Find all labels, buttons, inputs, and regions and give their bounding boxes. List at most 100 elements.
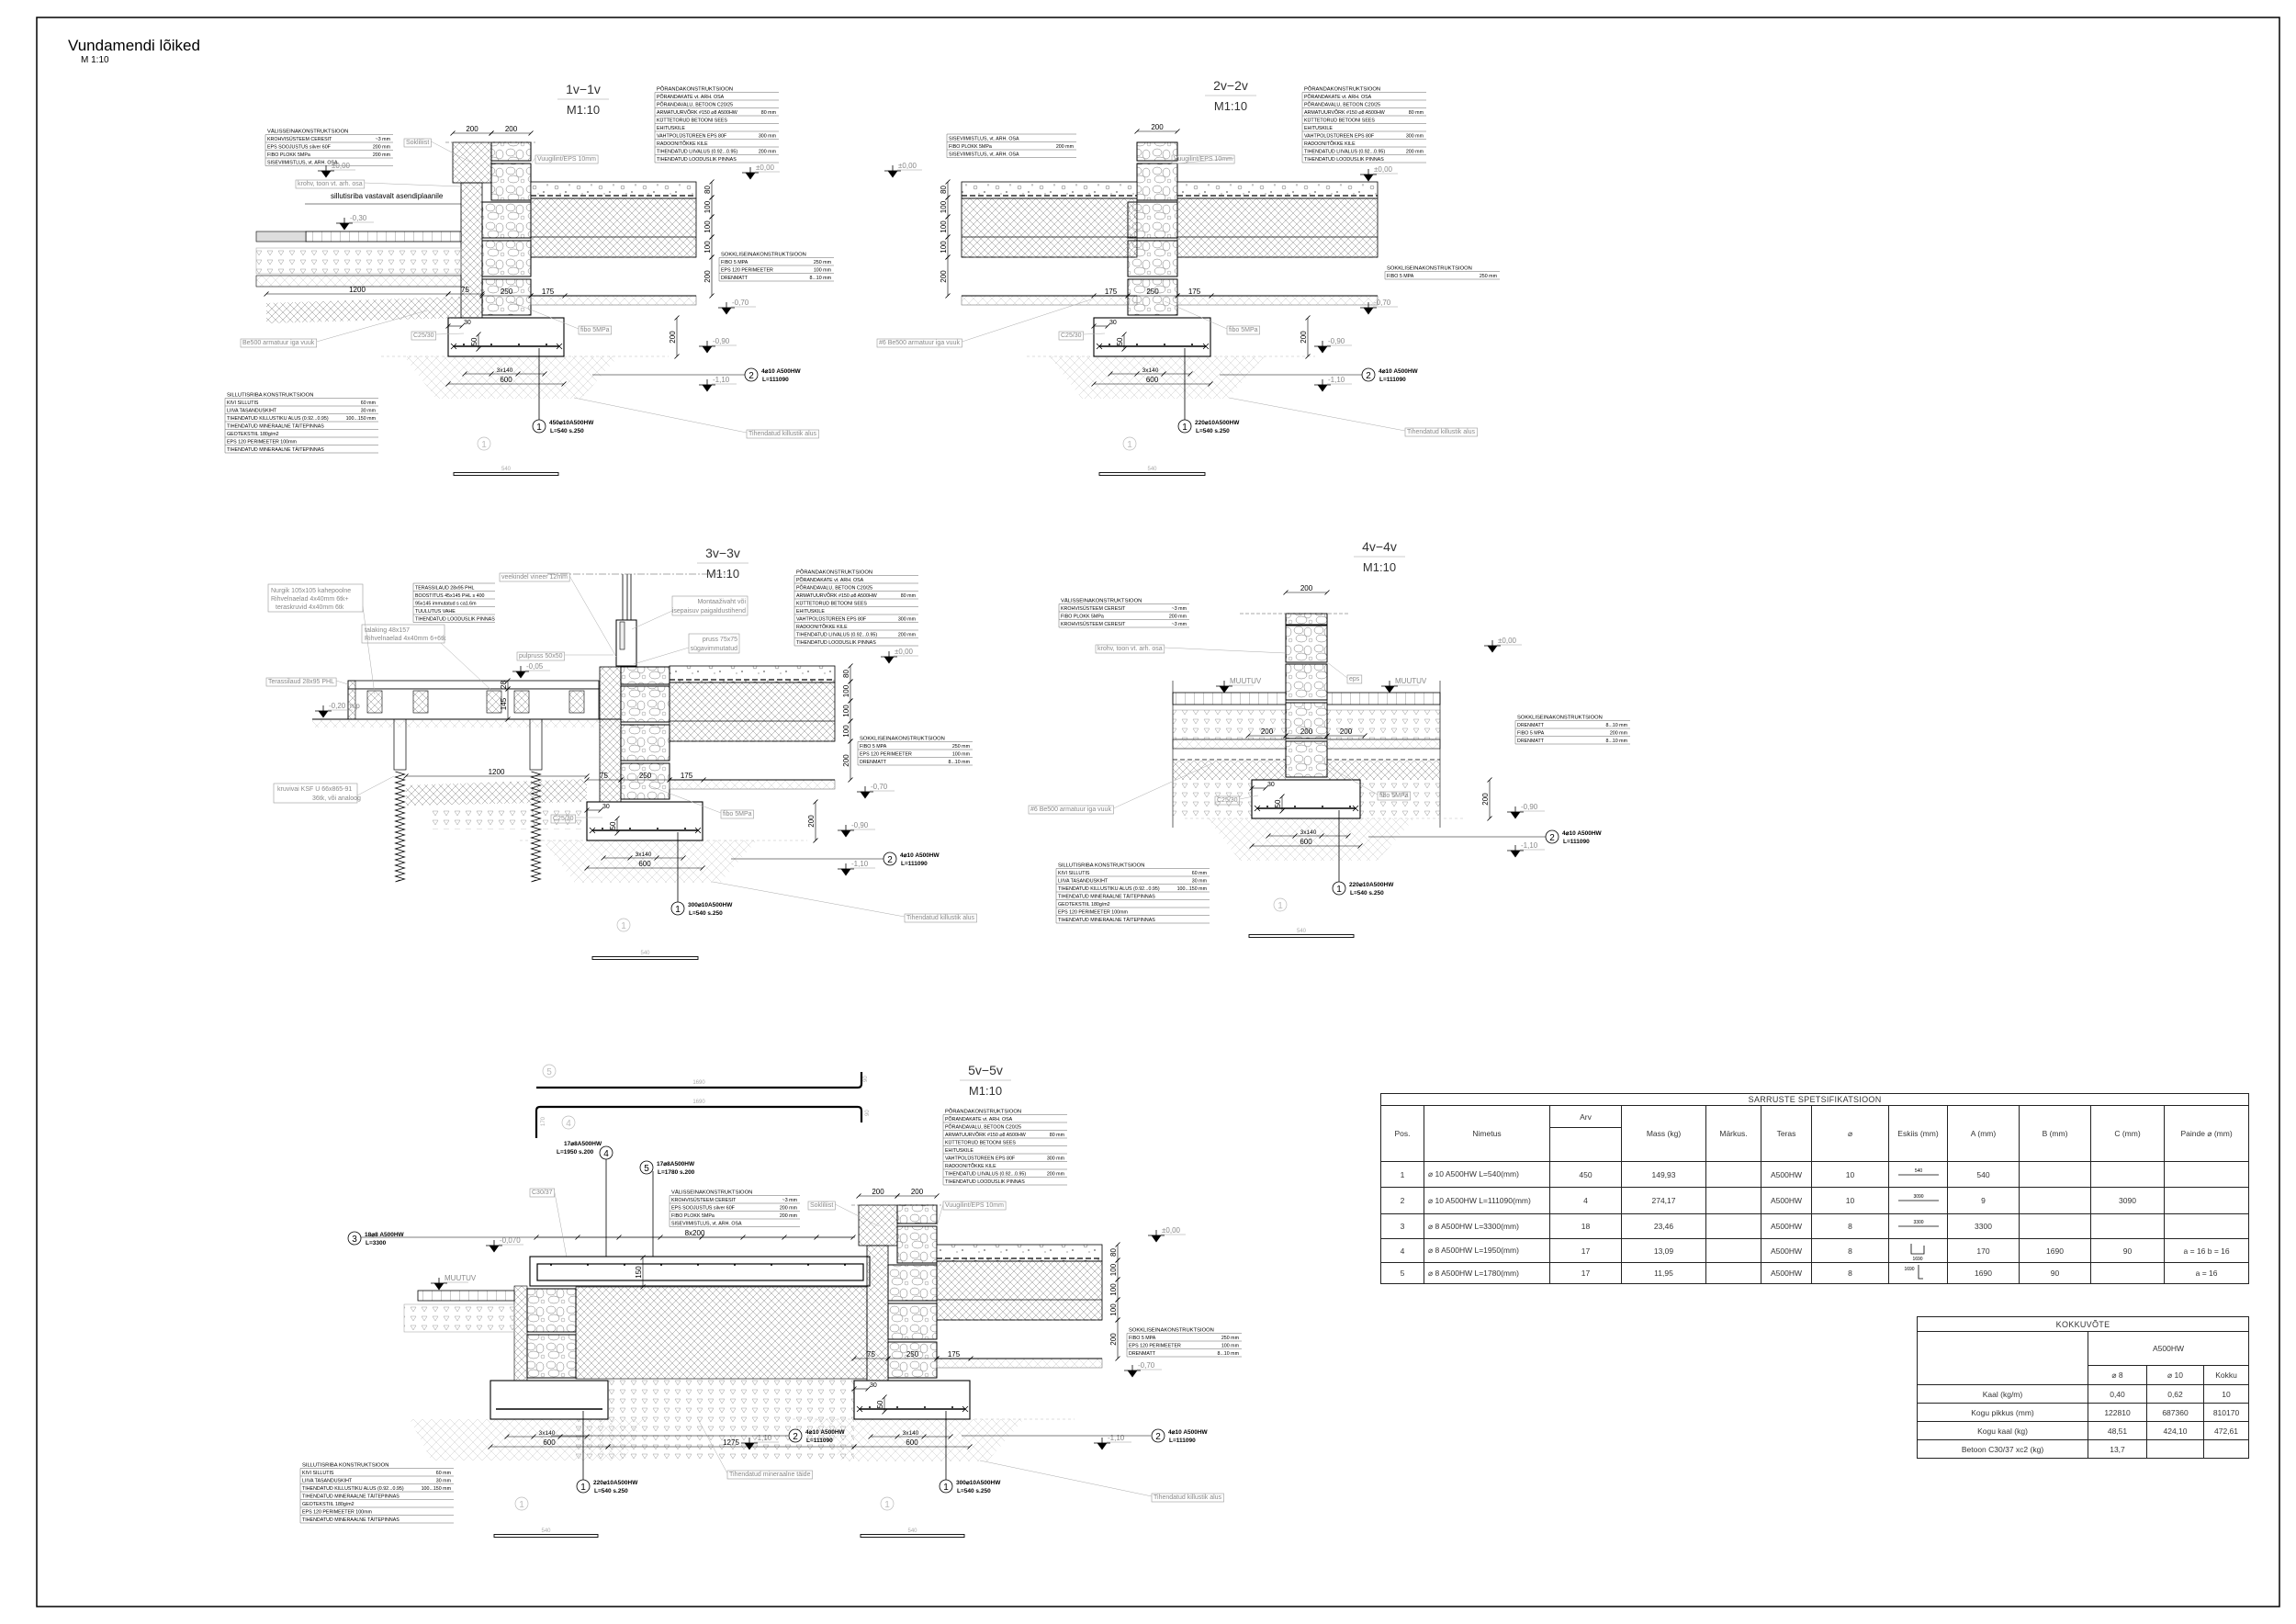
rebar-dot <box>684 828 686 829</box>
dimension-label: 200 <box>1300 584 1313 592</box>
dimension-tick <box>1125 293 1131 299</box>
rebar-length: L=1780 s.200 <box>658 1169 695 1176</box>
dimension-tick <box>895 1434 900 1439</box>
layer-name: LIIVA TASANDUSKIHT <box>1058 879 1109 885</box>
dimension-tick <box>505 716 511 722</box>
layer-thickness: 8...10 mm <box>1217 1351 1239 1357</box>
cell-notes <box>1705 1187 1761 1214</box>
deck-boards <box>347 680 600 690</box>
note-box <box>1151 1493 1224 1503</box>
screw-pile <box>394 771 406 883</box>
dimension-tick <box>561 381 567 387</box>
layer-name: BOOSTITUS 45x145 PHL s 400 <box>415 593 485 599</box>
dimension-tick <box>701 777 706 783</box>
cell-value: 122810 <box>2088 1403 2147 1422</box>
dimension-label: 200 <box>1151 123 1164 131</box>
leader-line <box>568 575 617 658</box>
dimension-tick <box>1187 371 1193 377</box>
rebar-dot <box>734 1264 736 1266</box>
section-2v: 2v−2vM1:10PÕRANDAKONSTRUKTSIOONPÕRANDAKA… <box>876 78 1500 476</box>
layer-name: LIIVA TASANDUSKIHT <box>302 1479 353 1484</box>
rebar-length: L=111090 <box>806 1438 833 1444</box>
bar-shape-5 <box>536 1072 863 1089</box>
layer-name: TIHENDATUD LOODUSLIK PINNAS <box>796 640 876 646</box>
fibo-block <box>481 240 532 277</box>
rebar-label: 220⌀10A500HW <box>1349 882 1394 888</box>
layer-thickness: 100...150 mm <box>346 416 377 422</box>
line <box>440 642 497 695</box>
dimension-tick <box>575 1235 580 1240</box>
dimension-tick <box>850 1235 856 1240</box>
note-label: Tihendatud killustik alus <box>1407 429 1476 435</box>
bar-length-label: 1690 <box>692 1080 705 1086</box>
cell-bend <box>2163 1187 2250 1214</box>
sand-strip <box>936 1358 1103 1369</box>
dimension-label: 100 <box>940 241 948 254</box>
paving-stones <box>305 231 462 242</box>
dimension-tick <box>945 254 951 260</box>
dimension-tick <box>1283 590 1289 595</box>
cell-pos: 5 <box>1380 1262 1424 1284</box>
layer-name: FIBO PLOKK 5MPa <box>671 1213 715 1219</box>
table-row: Betoon C30/37 xc2 (kg)13,7 <box>1917 1439 2250 1459</box>
sand-strip <box>669 779 836 790</box>
dimension-label: 30 <box>602 804 610 810</box>
paving-stones <box>255 231 307 242</box>
ground-hatch <box>810 1419 1024 1461</box>
layer-name: TIHENDATUD KILLUSTIKU ALUS (0.92...0.95) <box>1058 886 1160 892</box>
dimension-tick <box>674 354 680 359</box>
dimension-tick <box>1487 816 1492 821</box>
layer-name: TIHENDATUD LOODUSLIK PINNAS <box>657 157 737 163</box>
dimension-tick <box>674 315 680 321</box>
footing <box>853 1380 971 1420</box>
bar-length-label: 540 <box>541 1528 551 1534</box>
fibo-block <box>1136 163 1178 201</box>
note-box <box>361 624 445 644</box>
fibo-block <box>490 141 532 162</box>
dimension-tick <box>1324 590 1330 595</box>
dimension-label: 80 <box>940 186 948 194</box>
elevation-marker-icon <box>1510 850 1521 858</box>
dimension-label: 80 <box>1109 1248 1118 1257</box>
layer-name: RADOONITÕKKE KILE <box>945 1163 996 1169</box>
layer-name: EHITUSKILE <box>945 1148 974 1154</box>
layer-name: TIHENDATUD KILLUSTIKU ALUS (0.92...0.95) <box>302 1486 404 1492</box>
cell-mass: 149,93 <box>1621 1161 1706 1188</box>
position-number: 4 <box>566 1119 571 1129</box>
dimension-tick <box>616 1235 622 1240</box>
levelling-layer <box>1172 739 1287 750</box>
elevation-label: -0,05 <box>526 662 544 671</box>
note-box <box>1095 644 1165 654</box>
note-label: fibo 5MPa <box>580 327 610 333</box>
dimension-tick <box>709 179 715 185</box>
dimension-label: 1200 <box>489 768 505 776</box>
leader-line <box>1322 762 1379 795</box>
note-label: Terassilaud 28x95 PHL <box>268 679 334 685</box>
rebar-length: L=540 s.250 <box>1350 890 1384 897</box>
dimension-label: 175 <box>1188 288 1201 296</box>
dimension-tick <box>1121 332 1127 337</box>
rebar-label: 4⌀10 A500HW <box>1379 368 1419 375</box>
cell-count: 18 <box>1549 1213 1622 1239</box>
layer-thickness: 8...10 mm <box>809 276 831 281</box>
dimension-tick <box>851 1356 857 1361</box>
position-marker-icon <box>939 1479 953 1494</box>
bar-sketch <box>453 472 559 476</box>
position-marker-icon <box>477 436 491 451</box>
elevation-label: -1,10 <box>755 1434 772 1442</box>
layer-name: EPS SOOJUSTUS silver 60F <box>267 145 332 151</box>
perimeter-insulation <box>406 779 587 806</box>
dimension-tick <box>1115 1356 1120 1361</box>
layer-name: TIHENDATUD LIIVALUS (0.92...0.95) <box>1304 150 1385 155</box>
dimension-tick <box>1345 833 1351 839</box>
dimension-tick <box>709 214 715 220</box>
line <box>694 827 702 834</box>
dimension-tick <box>945 293 951 299</box>
deck-joists <box>347 688 600 720</box>
position-number: 1 <box>536 423 542 433</box>
layer-name: PÕRANDAKATE vt. ARH. OSA <box>945 1116 1013 1122</box>
layer-name: FIBO 5 MPA <box>1517 731 1545 737</box>
dimension-tick <box>264 291 269 297</box>
